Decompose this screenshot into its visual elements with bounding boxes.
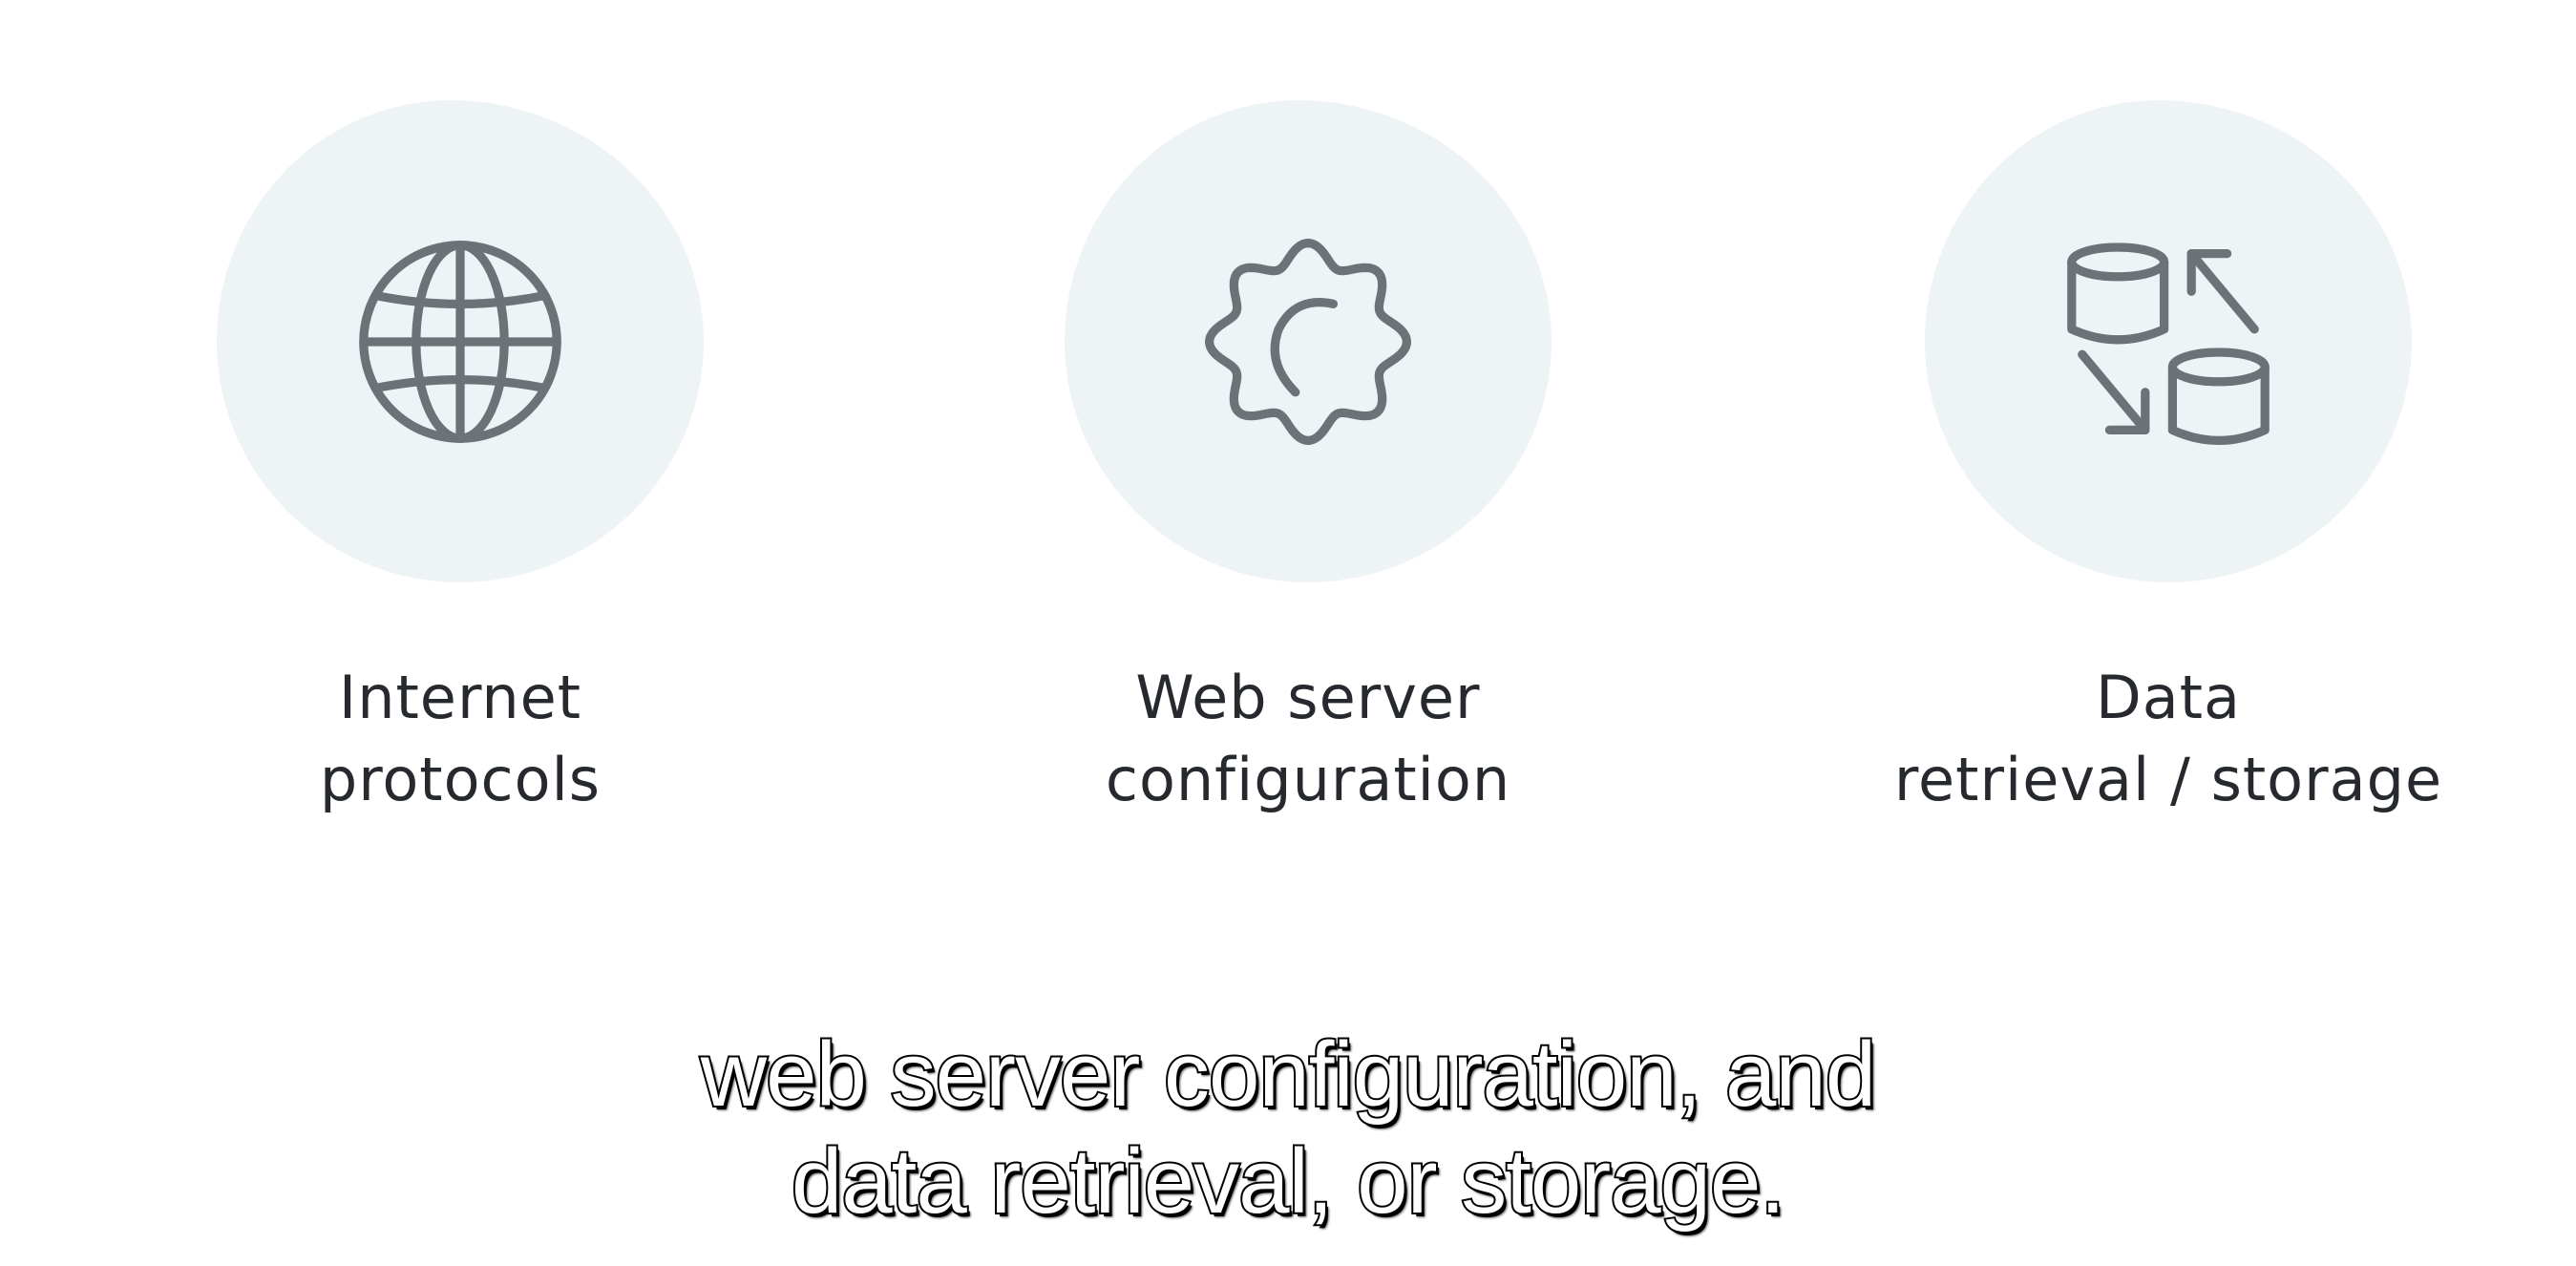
topic-label-line-2: retrieval / storage [1893, 745, 2443, 814]
icon-background [217, 100, 704, 582]
gear-icon [1204, 238, 1412, 445]
topic-label-line-1: Internet [338, 663, 582, 732]
subtitle-caption: web server configuration, and data retri… [0, 1022, 2576, 1235]
subtitle-line-2: data retrieval, or storage. [790, 1129, 1787, 1234]
topic-label-line-2: protocols [319, 745, 602, 814]
topic-label-line-1: Data [2095, 663, 2242, 732]
icon-background [1925, 100, 2412, 582]
icon-background [1065, 100, 1552, 582]
topic-internet-protocols: Internet protocols [212, 100, 708, 821]
topic-web-server-configuration: Web server configuration [1060, 100, 1556, 821]
globe-icon [359, 240, 561, 443]
subtitle-line-1: web server configuration, and [699, 1022, 1878, 1128]
topic-label: Web server configuration [1106, 657, 1510, 821]
topic-label-line-1: Web server [1135, 663, 1481, 732]
database-transfer-icon [2067, 242, 2270, 445]
topic-data-retrieval-storage: Data retrieval / storage [1894, 100, 2441, 821]
topic-label: Internet protocols [320, 657, 601, 821]
topic-label-line-2: configuration [1105, 745, 1511, 814]
topic-label: Data retrieval / storage [1894, 657, 2442, 821]
